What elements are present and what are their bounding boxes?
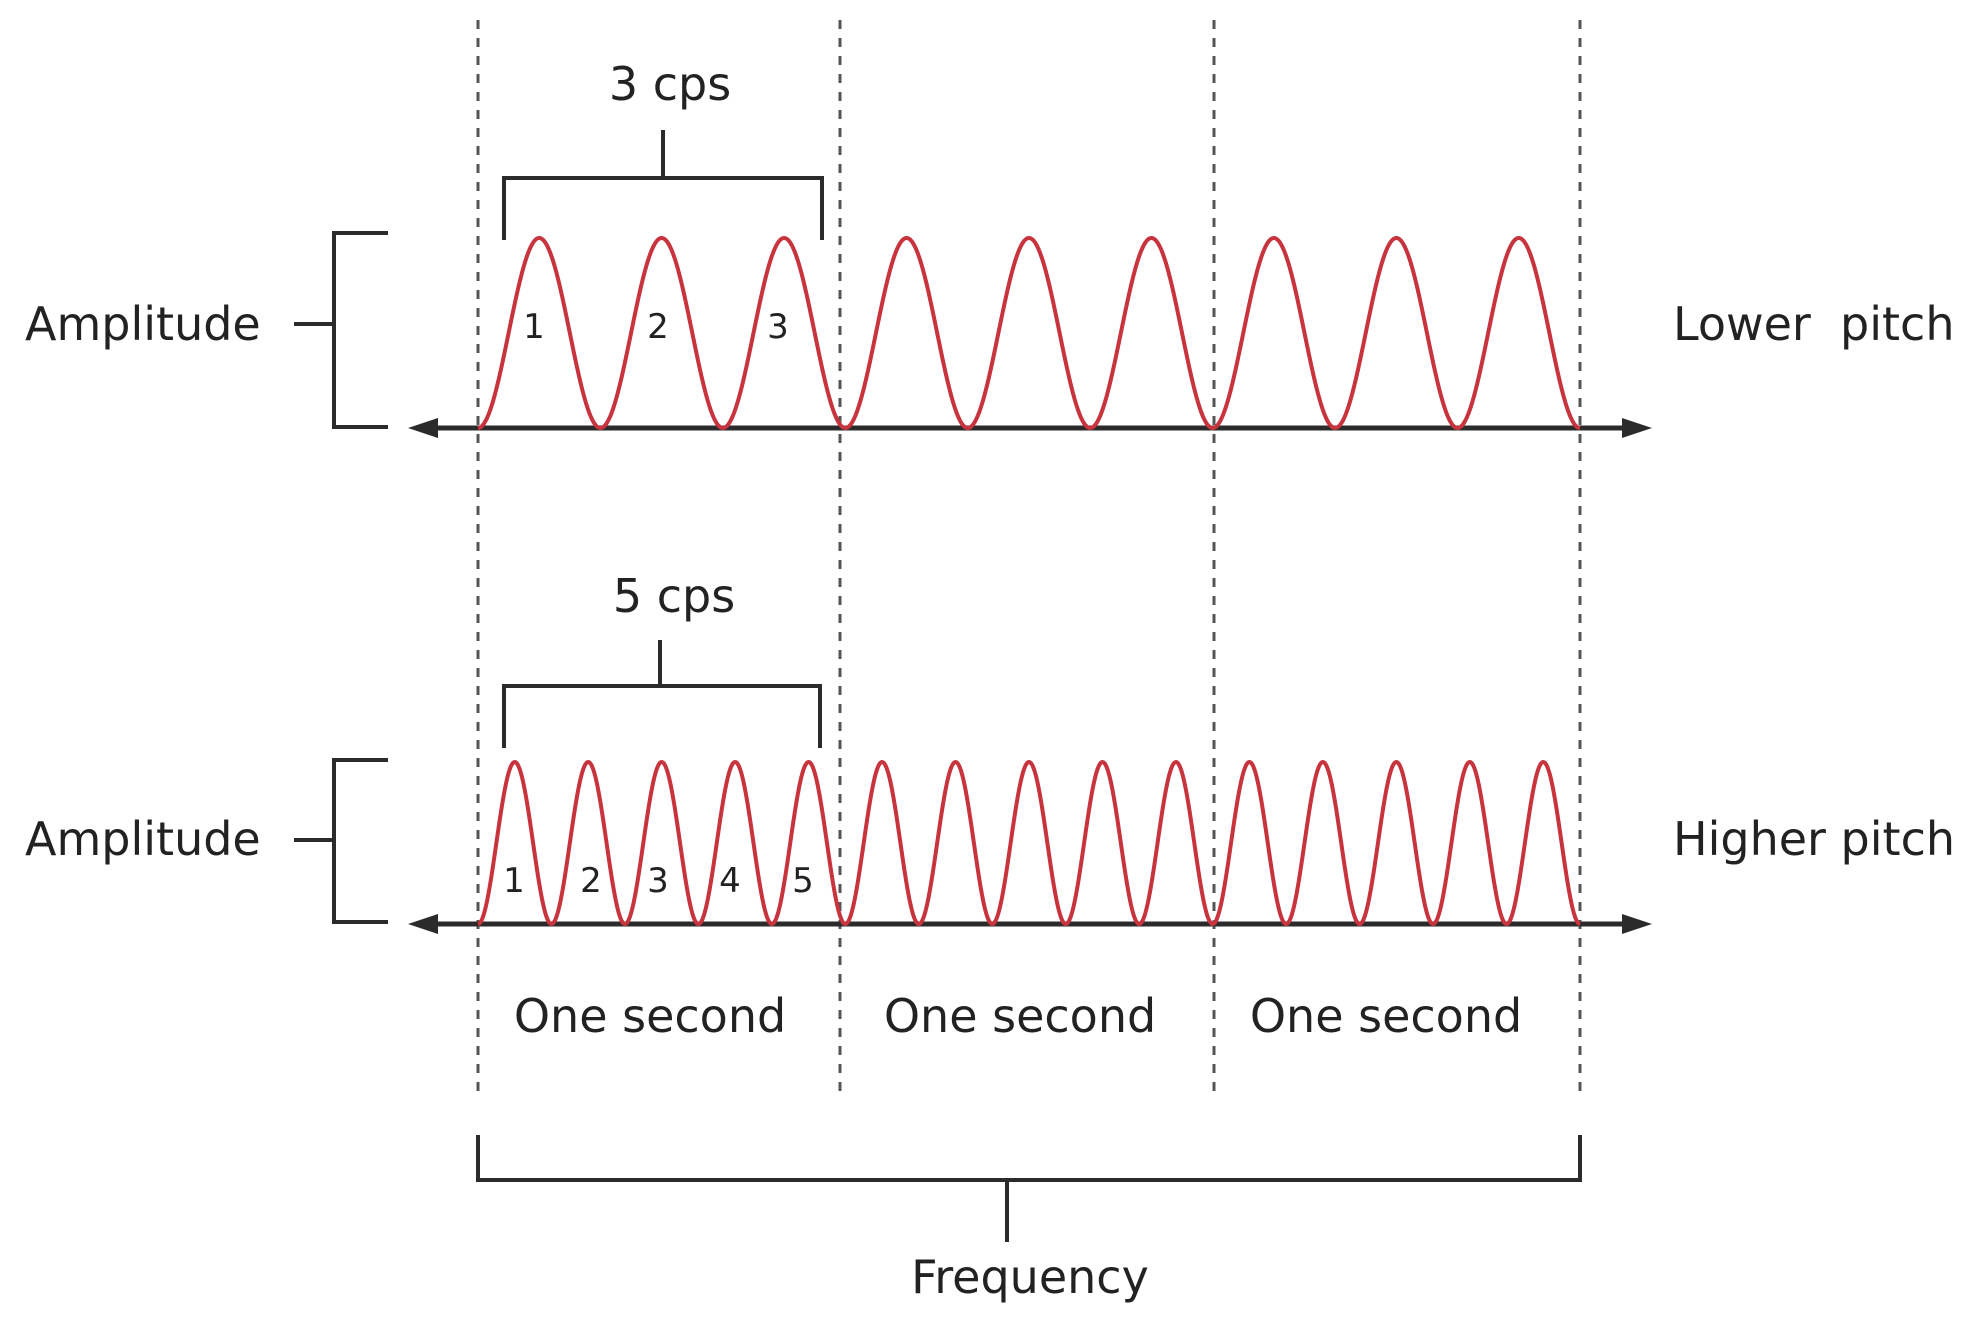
arrowhead-icon xyxy=(408,914,438,934)
amplitude-bracket xyxy=(294,758,388,924)
panel-lower-pitch: 3 cps Amplitude 1 2 3 Lower pitch xyxy=(25,57,1955,438)
pitch-label: Lower pitch xyxy=(1673,297,1955,351)
amplitude-bracket xyxy=(294,231,388,429)
cycle-number: 2 xyxy=(580,861,602,901)
second-label: One second xyxy=(1250,989,1522,1043)
cycle-number: 3 xyxy=(647,861,669,901)
second-label: One second xyxy=(884,989,1156,1043)
second-label: One second xyxy=(514,989,786,1043)
sound-wave xyxy=(476,236,1582,430)
rate-label: 5 cps xyxy=(613,569,735,623)
cycle-number: 3 xyxy=(767,307,789,347)
rate-bracket xyxy=(502,640,822,748)
cycle-number: 1 xyxy=(503,861,525,901)
panel-higher-pitch: 5 cps Amplitude 1 2 3 4 5 Higher pitch xyxy=(25,569,1955,934)
amplitude-label: Amplitude xyxy=(25,812,261,866)
sound-wave xyxy=(476,760,1582,926)
frequency-label: Frequency xyxy=(911,1250,1149,1304)
frequency-bracket xyxy=(476,1135,1582,1242)
cycle-number: 5 xyxy=(792,861,814,901)
rate-bracket xyxy=(502,130,824,240)
second-dividers xyxy=(476,20,1582,1100)
pitch-label: Higher pitch xyxy=(1673,812,1955,866)
arrowhead-icon xyxy=(408,418,438,438)
amplitude-label: Amplitude xyxy=(25,297,261,351)
arrowhead-icon xyxy=(1622,914,1652,934)
arrowhead-icon xyxy=(1622,418,1652,438)
cycle-number: 2 xyxy=(647,307,669,347)
cycle-number: 1 xyxy=(523,307,545,347)
cycle-number: 4 xyxy=(719,861,741,901)
rate-label: 3 cps xyxy=(609,57,731,111)
